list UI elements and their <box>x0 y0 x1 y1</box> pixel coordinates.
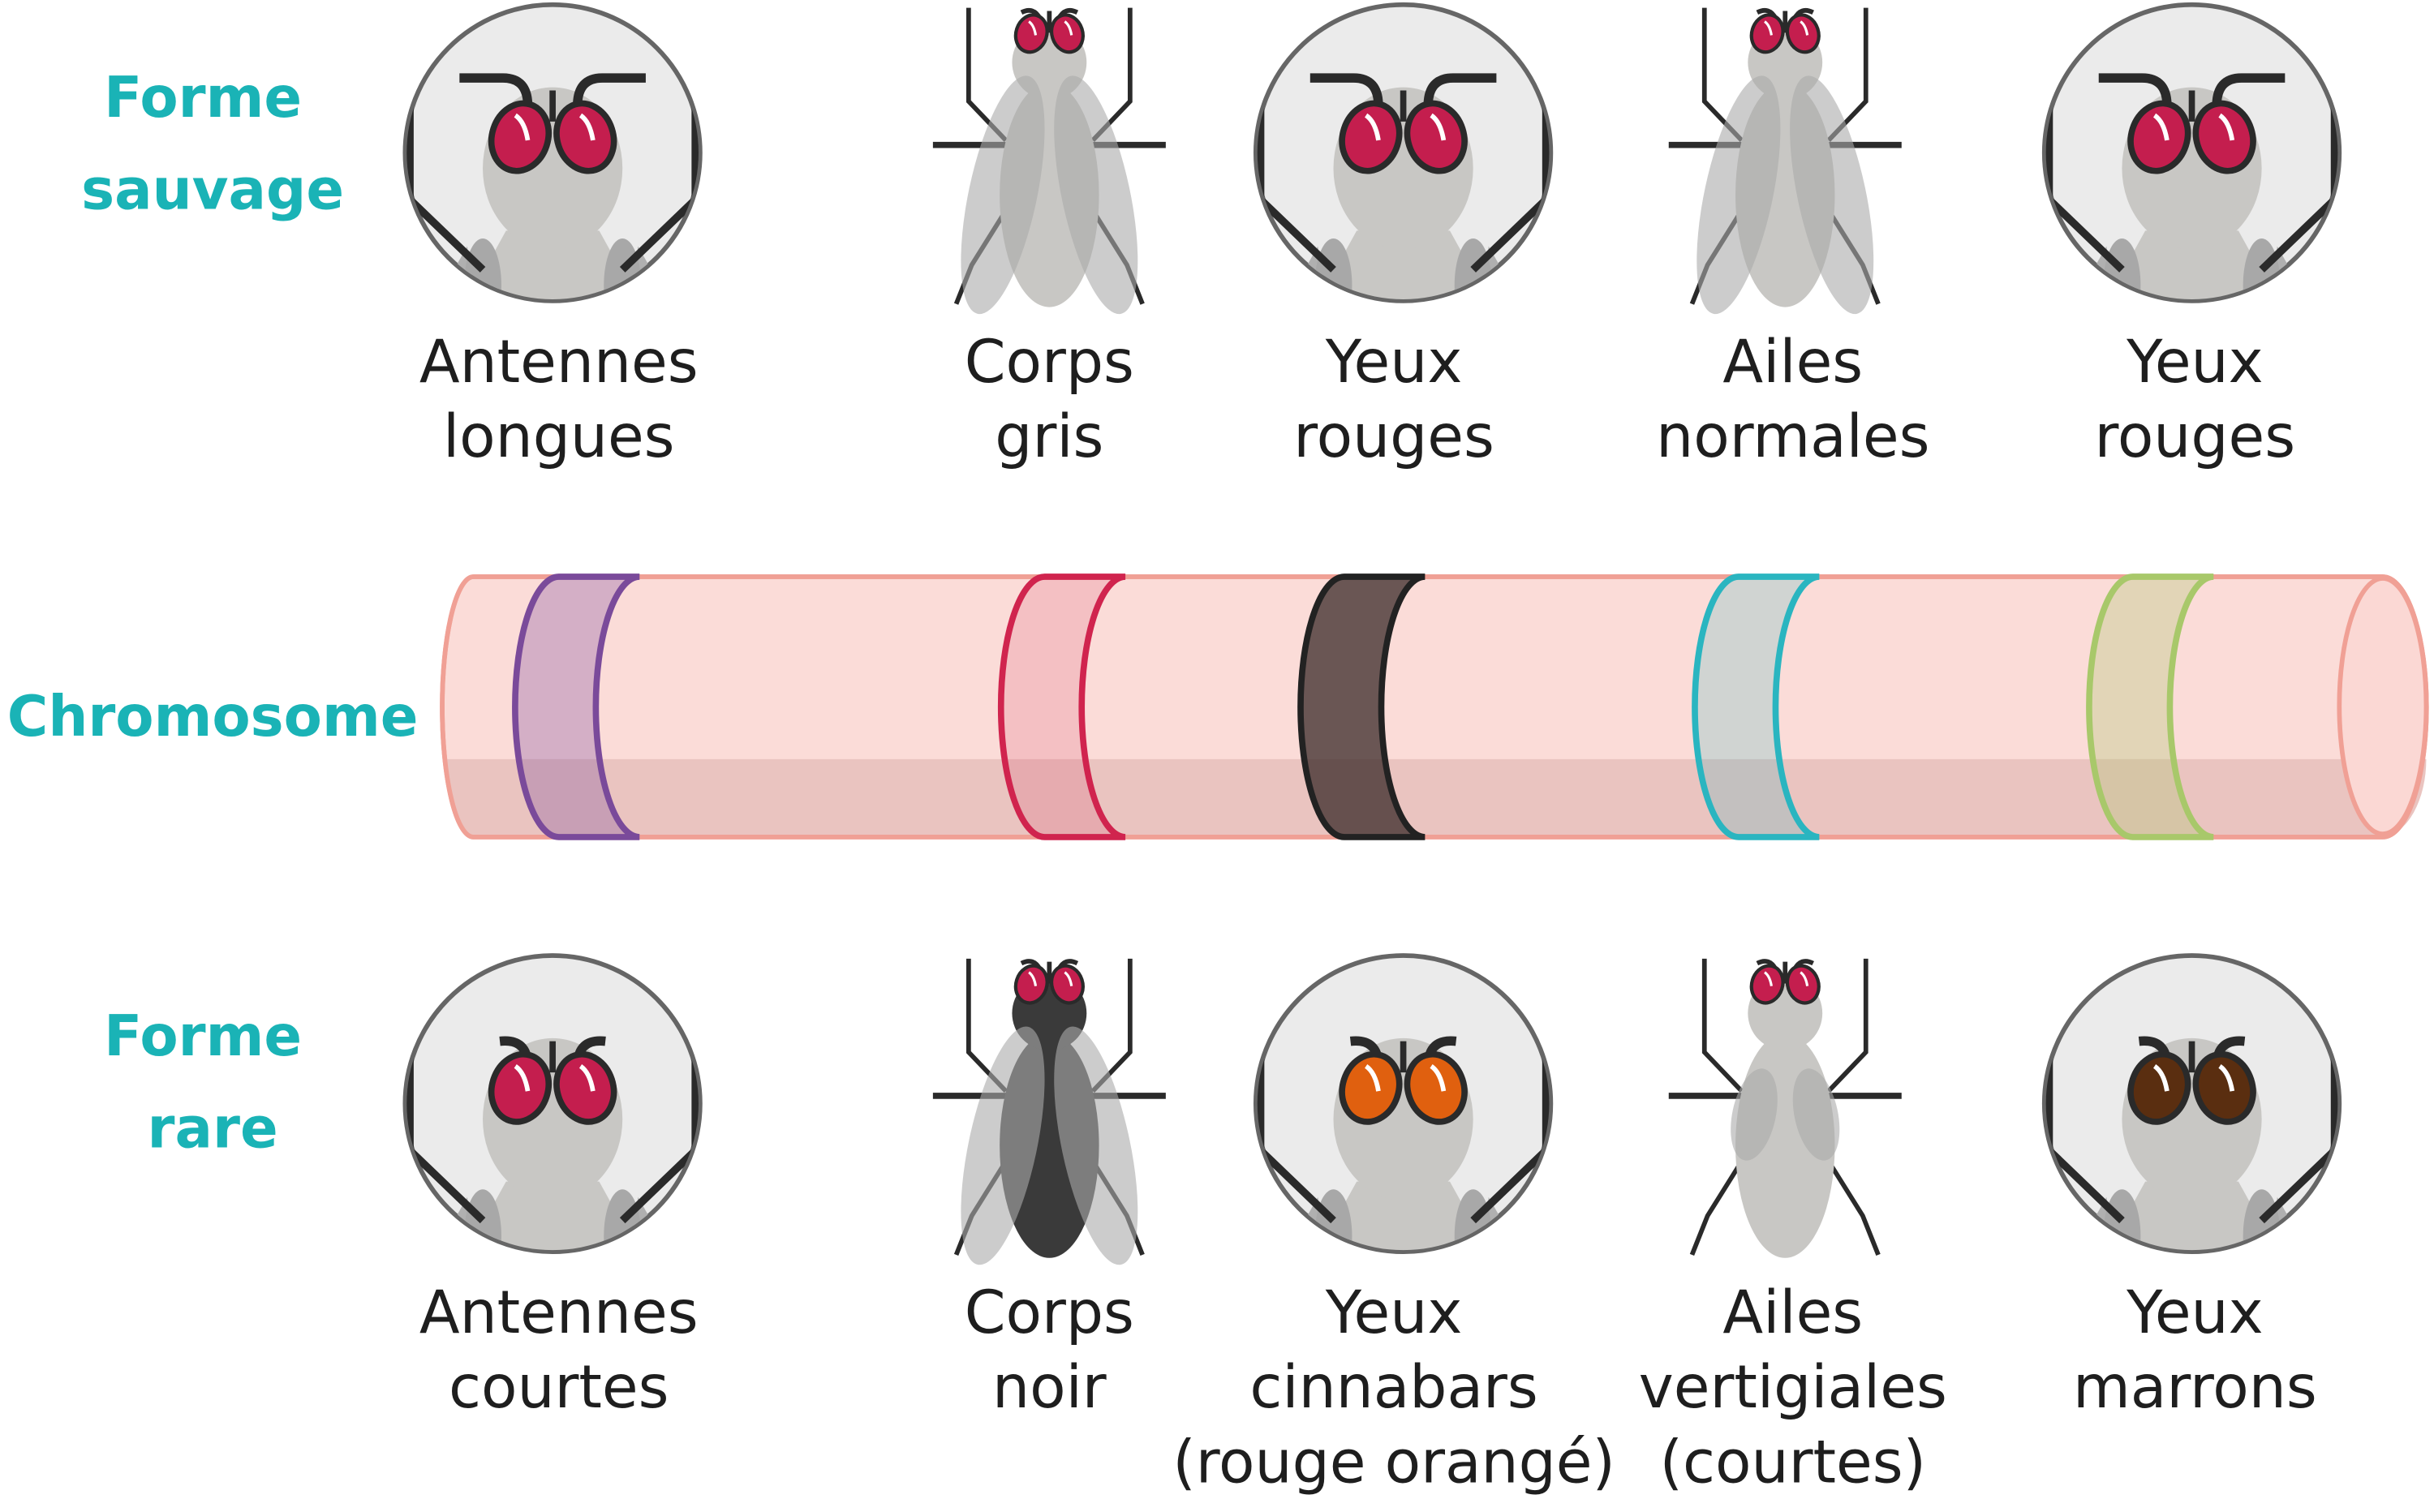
row-label-chromosome: Chromosome <box>7 685 419 750</box>
gene-band-body <box>997 573 1126 840</box>
rare-cinnabar-eyes-icon <box>1256 956 1551 1283</box>
wild-grey-body-fly-icon <box>933 8 1166 321</box>
gene-band-cinnabar <box>1297 573 1426 840</box>
gene-band-brown-eyes <box>2086 573 2214 840</box>
gene-band-wings <box>1692 573 1820 840</box>
rare-vestigial-wings-fly-icon <box>1669 959 1902 1258</box>
wild-red-eyes-icon-2 <box>2045 5 2340 333</box>
row-label-wild: Forme sauvage <box>81 66 344 223</box>
row-label-rare: Forme rare <box>104 1004 321 1162</box>
rare-brown-eyes-icon <box>2045 956 2340 1283</box>
wild-antennae-icon <box>405 5 700 333</box>
wild-red-eyes-icon <box>1256 5 1551 333</box>
rare-black-body-fly-icon <box>933 959 1166 1272</box>
wild-normal-wings-fly-icon <box>1669 8 1902 321</box>
rare-short-antennae-icon <box>405 956 700 1283</box>
gene-band-antennae <box>512 573 640 840</box>
chromosome <box>440 573 2429 840</box>
